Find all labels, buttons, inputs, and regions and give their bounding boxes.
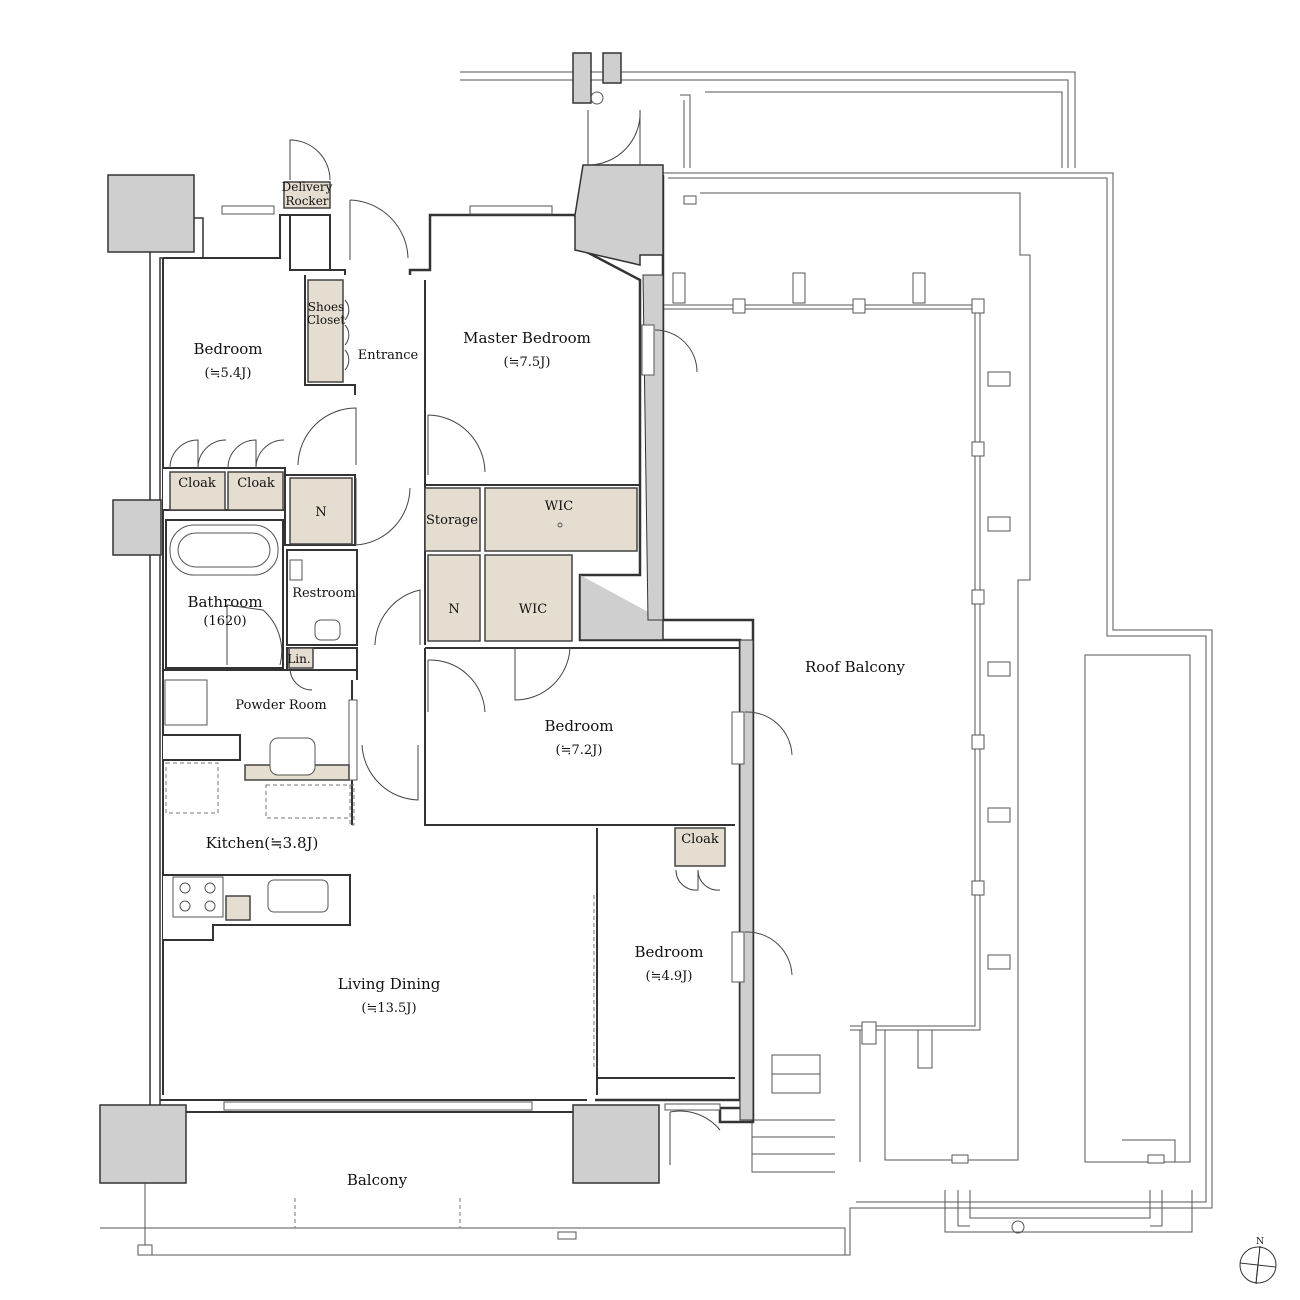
- bedroom-se-size: (≒4.9J): [646, 969, 693, 984]
- storage-fills: [169, 181, 726, 921]
- roof-balcony-area: [145, 71, 1213, 1256]
- master-bedroom-size: (≒7.5J): [504, 355, 551, 370]
- balcony-area: [100, 1183, 846, 1256]
- n-upper-label: N: [315, 505, 326, 520]
- structural-columns: [99, 52, 660, 1184]
- bedroom-nw-name: Bedroom: [194, 340, 263, 358]
- bedroom-mid-size: (≒7.2J): [556, 743, 603, 758]
- bedroom-se-name: Bedroom: [635, 943, 704, 961]
- living-dining-name: Living Dining: [338, 975, 441, 993]
- linen-label: Lin.: [287, 652, 310, 666]
- entrance-name: Entrance: [358, 348, 419, 363]
- fixtures: [164, 91, 604, 918]
- wic-upper-label: WIC: [545, 499, 573, 514]
- compass: N: [1239, 1237, 1277, 1285]
- n-lower-label: N: [448, 602, 459, 617]
- shoes-closet-label-2: Closet: [307, 313, 346, 327]
- delivery-locker-label-1: Delivery: [282, 180, 333, 194]
- living-dining-size: (≒13.5J): [361, 1001, 416, 1016]
- storage-label: Storage: [426, 513, 478, 528]
- bathroom-name: Bathroom: [187, 593, 262, 611]
- balcony-name: Balcony: [347, 1171, 408, 1189]
- master-bedroom-name: Master Bedroom: [463, 329, 591, 347]
- powder-room-name: Powder Room: [235, 698, 326, 713]
- wic-lower-label: WIC: [519, 602, 547, 617]
- bedroom-mid-name: Bedroom: [545, 717, 614, 735]
- bedroom-nw-size: (≒5.4J): [205, 366, 252, 381]
- cloak-left-label: Cloak: [178, 476, 216, 491]
- room-labels: Bedroom (≒5.4J) Master Bedroom (≒7.5J) B…: [187, 329, 905, 1189]
- restroom-name: Restroom: [292, 586, 356, 601]
- bathroom-size: (1620): [203, 614, 246, 629]
- windows: [221, 205, 745, 1111]
- shoes-closet-label-1: Shoes: [308, 300, 344, 314]
- compass-north-label: N: [1256, 1237, 1264, 1247]
- storage-labels: Delivery Rocker Shoes Closet Cloak Cloak…: [178, 180, 719, 847]
- cloak-se-label: Cloak: [681, 832, 719, 847]
- cloak-right-label: Cloak: [237, 476, 275, 491]
- railing-posts: [557, 195, 1165, 1240]
- door-swings: [169, 109, 793, 1165]
- delivery-locker-label-2: Rocker: [285, 194, 328, 208]
- roof-balcony-name: Roof Balcony: [805, 658, 906, 676]
- kitchen-name: Kitchen(≒3.8J): [206, 834, 319, 852]
